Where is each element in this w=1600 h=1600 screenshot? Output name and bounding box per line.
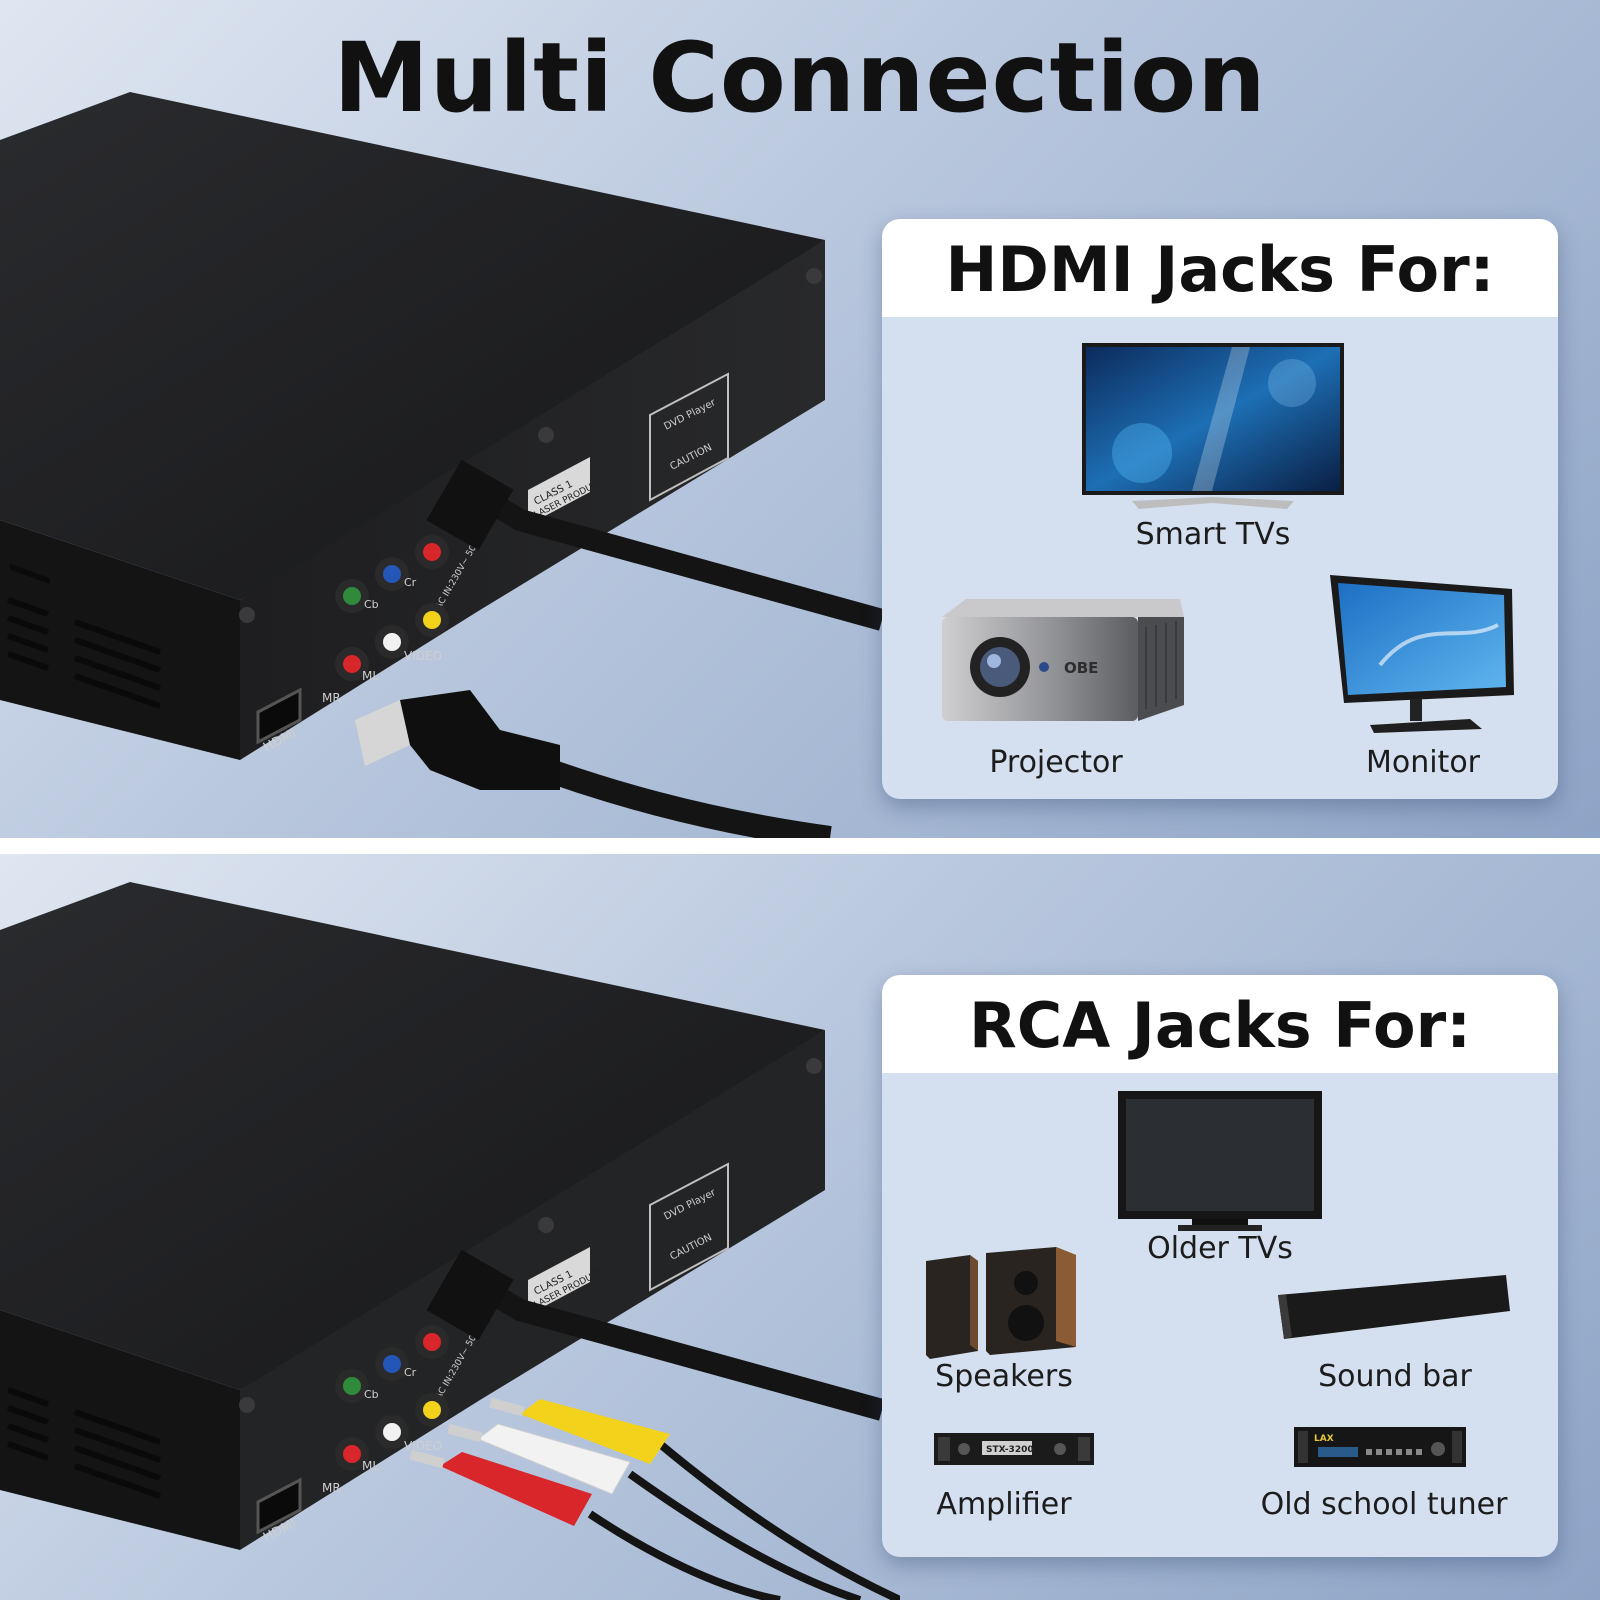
label-speakers: Speakers: [935, 1359, 1073, 1394]
speakers-icon: [926, 1247, 1076, 1359]
smart-tv-icon: [1082, 343, 1344, 509]
projector-brand: OBE: [1064, 659, 1098, 677]
soundbar-icon: [1278, 1275, 1510, 1339]
projector-icon: OBE: [942, 599, 1184, 721]
label-monitor: Monitor: [1365, 745, 1481, 780]
port-label-cb-2: Cb: [364, 1388, 379, 1401]
rca-card-heading: RCA Jacks For:: [882, 975, 1558, 1073]
label-old-school-tuner: Old school tuner: [1260, 1487, 1508, 1522]
port-label-mr: MR: [322, 691, 341, 705]
tuner-brand: LAX: [1314, 1434, 1334, 1444]
label-projector: Projector: [989, 745, 1123, 780]
panel-divider: [0, 838, 1600, 854]
rca-jack-group-2: [335, 1325, 449, 1471]
label-amplifier: Amplifier: [936, 1487, 1072, 1522]
port-label-ml: ML: [362, 669, 379, 683]
label-sound-bar: Sound bar: [1318, 1359, 1472, 1394]
hdmi-card-heading: HDMI Jacks For:: [882, 219, 1558, 317]
rca-jack-group: [335, 535, 449, 681]
port-label-ml-2: ML: [362, 1459, 379, 1473]
dvd-player-hdmi-view: DVD Player CAUTION CLASS 1 LASER PRODUCT…: [0, 92, 885, 838]
label-older-tvs: Older TVs: [1147, 1231, 1293, 1266]
hdmi-panel: Multi Connection: [0, 0, 1600, 838]
hdmi-compat-card: HDMI Jacks For: Smart TVs: [882, 219, 1558, 799]
main-title: Multi Connection: [333, 22, 1267, 134]
crt-tv-icon: [1118, 1091, 1322, 1231]
port-label-video: VIDEO: [404, 649, 442, 663]
monitor-icon: [1330, 575, 1514, 733]
rca-panel: DVD Player CAUTION CLASS 1 LASER PRODUCT…: [0, 854, 1600, 1600]
rca-compat-card: RCA Jacks For: Older TVs Speakers Sound …: [882, 975, 1558, 1557]
amplifier-icon: STX-3200: [934, 1433, 1094, 1465]
port-label-cr-2: Cr: [404, 1366, 417, 1379]
port-label-mr-2: MR: [322, 1481, 341, 1495]
label-smart-tvs: Smart TVs: [1135, 517, 1291, 552]
rca-cable: [409, 1397, 900, 1600]
amplifier-model: STX-3200: [986, 1445, 1034, 1455]
tuner-icon: LAX: [1294, 1427, 1466, 1467]
port-label-cr: Cr: [404, 576, 417, 589]
dvd-player-rca-view: DVD Player CAUTION CLASS 1 LASER PRODUCT…: [0, 882, 900, 1600]
port-label-cb: Cb: [364, 598, 379, 611]
port-label-video-2: VIDEO: [404, 1439, 442, 1453]
